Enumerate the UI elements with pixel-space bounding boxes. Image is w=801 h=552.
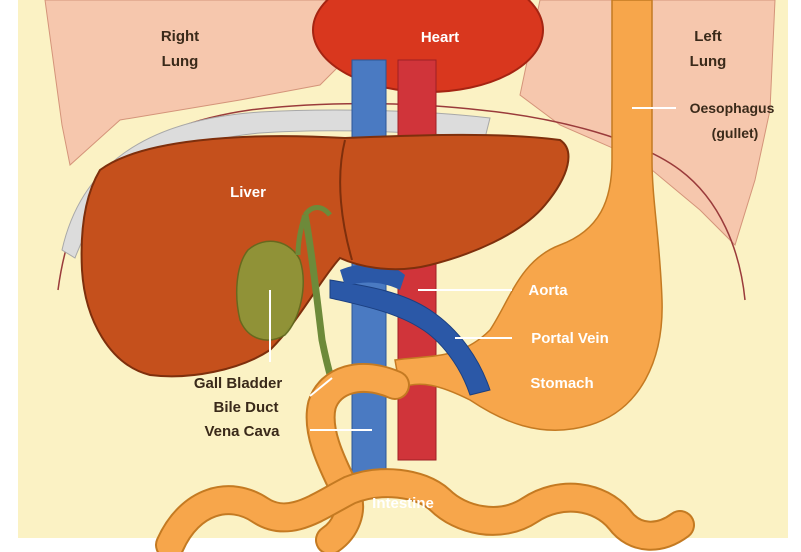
intestine-label: Intestine [372, 495, 434, 512]
liver-label: Liver [230, 184, 266, 201]
right-lung-label-1: Right [161, 28, 199, 45]
vena-cava-label: Vena Cava [204, 423, 280, 440]
gall-bladder-label: Gall Bladder [194, 375, 283, 392]
oesophagus-label-2: (gullet) [712, 125, 759, 141]
right-lung-label-2: Lung [162, 53, 199, 70]
left-lung-label-1: Left [694, 28, 722, 45]
heart-label: Heart [421, 29, 459, 46]
right-margin [788, 0, 801, 552]
left-margin [0, 0, 18, 552]
portal-vein-label: Portal Vein [531, 330, 609, 347]
left-lung-label-2: Lung [690, 53, 727, 70]
aorta-label: Aorta [528, 282, 568, 299]
stomach-label: Stomach [530, 375, 593, 392]
oesophagus-label-1: Oesophagus [690, 100, 775, 116]
bile-duct-label: Bile Duct [213, 399, 278, 416]
